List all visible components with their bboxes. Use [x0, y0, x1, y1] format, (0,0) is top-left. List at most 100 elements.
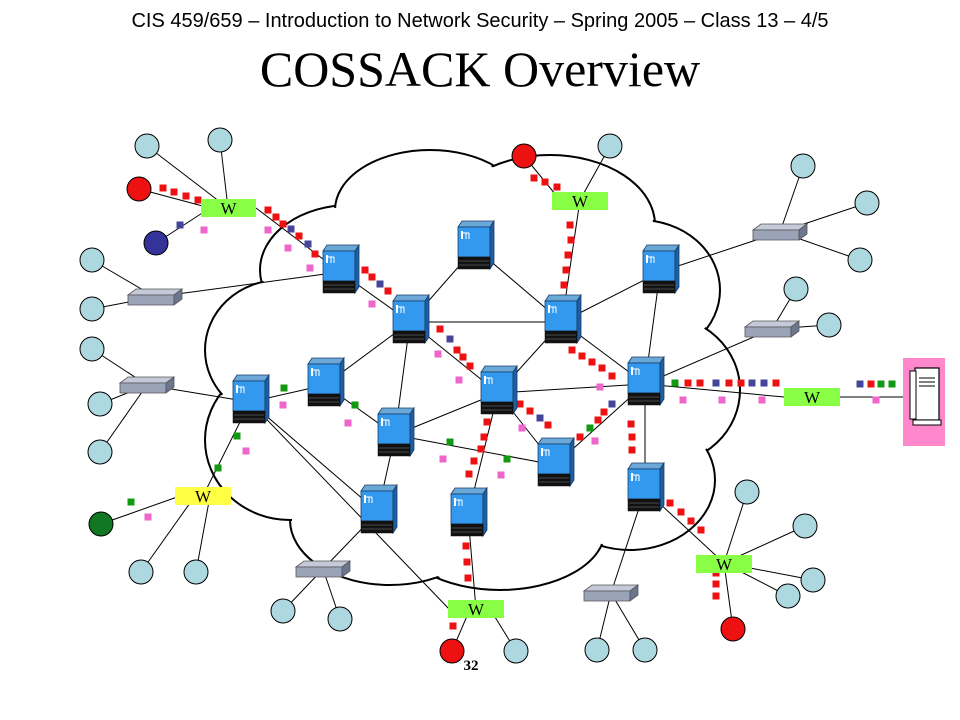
host-node: [783, 276, 809, 302]
router-icon: [377, 406, 415, 458]
watchdog-label: W: [572, 192, 589, 211]
packet-marker: [214, 464, 222, 472]
packet-marker: [194, 196, 202, 204]
host-node: [800, 567, 826, 593]
packet-marker: [446, 335, 454, 343]
packet-marker: [591, 437, 599, 445]
packet-marker: [867, 380, 875, 388]
packet-marker: [242, 447, 250, 455]
packet-marker: [712, 379, 720, 387]
packet-marker: [576, 433, 584, 441]
packet-marker: [480, 433, 488, 441]
watchdog-label: W: [195, 487, 212, 506]
network-link: [249, 401, 451, 611]
host-node: [775, 583, 801, 609]
host-node: [847, 247, 873, 273]
router-icon: [360, 483, 398, 535]
host-node: [134, 133, 160, 159]
packet-marker: [544, 421, 552, 429]
router-icon: [627, 355, 665, 407]
packet-marker: [888, 380, 896, 388]
packet-marker: [344, 419, 352, 427]
host-node: [128, 559, 154, 585]
host-node: [597, 133, 623, 159]
packet-marker: [459, 353, 467, 361]
packet-marker: [562, 266, 570, 274]
watchdog-box: W: [696, 555, 752, 574]
packet-marker: [712, 592, 720, 600]
packet-marker: [530, 174, 538, 182]
network-link: [394, 434, 556, 466]
packet-marker: [697, 526, 705, 534]
router-icon: [450, 486, 488, 538]
packet-marker: [608, 372, 616, 380]
router-icon: [392, 293, 430, 345]
switch-icon: [751, 223, 809, 241]
packet-marker: [503, 455, 511, 463]
packet-marker: [684, 379, 692, 387]
watchdog-box: W: [448, 600, 504, 619]
packet-marker: [856, 380, 864, 388]
packet-marker: [465, 470, 473, 478]
watchdog-label: W: [468, 600, 485, 619]
host-node: [207, 127, 233, 153]
host-node: [632, 637, 658, 663]
packet-marker: [568, 346, 576, 354]
packet-marker: [279, 401, 287, 409]
attacker-host: [126, 176, 152, 202]
packet-marker: [598, 364, 606, 372]
router-icon: [232, 373, 270, 425]
packet-marker: [666, 499, 674, 507]
packet-marker: [463, 558, 471, 566]
packet-marker: [679, 396, 687, 404]
router-icon: [642, 243, 680, 295]
packet-marker: [737, 379, 745, 387]
network-link: [249, 401, 379, 513]
packet-marker: [446, 438, 454, 446]
packet-marker: [434, 350, 442, 358]
packet-marker: [594, 416, 602, 424]
packet-marker: [455, 376, 463, 384]
host-node: [792, 513, 818, 539]
packet-marker: [567, 236, 575, 244]
switch-icon: [294, 560, 352, 578]
packet-marker: [176, 221, 184, 229]
host-node: [79, 296, 105, 322]
packet-marker: [306, 264, 314, 272]
network-link: [195, 495, 211, 573]
packet-marker: [725, 379, 733, 387]
packet-marker: [600, 408, 608, 416]
attacker-host: [439, 638, 465, 664]
packet-marker: [144, 513, 152, 521]
slide-header: CIS 459/659 – Introduction to Network Se…: [131, 10, 829, 32]
packet-marker: [295, 232, 303, 240]
packet-marker: [376, 280, 384, 288]
network-link: [497, 383, 646, 394]
network-link: [99, 384, 148, 453]
host-node: [584, 637, 610, 663]
host-node: [79, 247, 105, 273]
packet-marker: [384, 287, 392, 295]
network-link: [146, 145, 229, 209]
packet-marker: [877, 380, 885, 388]
router-icon: [544, 293, 582, 345]
packet-marker: [718, 396, 726, 404]
host-node: [734, 479, 760, 505]
packet-marker: [439, 455, 447, 463]
packet-marker: [436, 325, 444, 333]
packet-marker: [264, 226, 272, 234]
packet-marker: [361, 266, 369, 274]
packet-marker: [588, 358, 596, 366]
packet-marker: [351, 401, 359, 409]
switch-icon: [743, 320, 801, 338]
watchdog-box: W: [175, 487, 231, 506]
packet-marker: [748, 379, 756, 387]
network-link: [644, 328, 773, 385]
green-host: [88, 511, 114, 537]
packet-marker: [578, 352, 586, 360]
packet-marker: [464, 574, 472, 582]
host-node: [183, 559, 209, 585]
packet-marker: [518, 424, 526, 432]
packet-marker: [311, 250, 319, 258]
